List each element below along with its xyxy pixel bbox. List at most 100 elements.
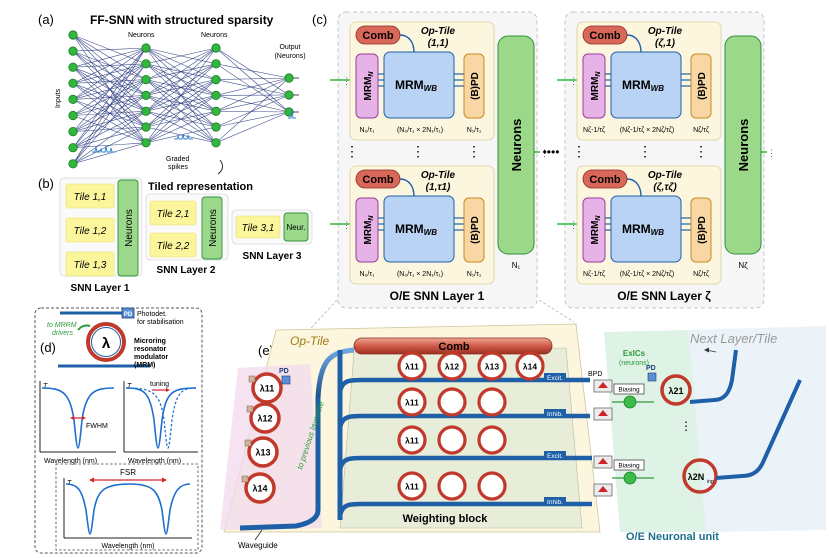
panel-d-label: (d)	[40, 340, 56, 355]
nn-node	[211, 75, 221, 85]
layer-3-neurons-block	[283, 212, 309, 242]
tuning-label: tuning	[150, 381, 169, 388]
weight-ring-r1-c1	[397, 351, 427, 381]
output-spike-trace	[288, 109, 296, 119]
panel-b-label: (b)	[38, 176, 54, 191]
mrm-wb-top	[610, 51, 682, 119]
hidden-neurons-label-1: Neurons	[128, 32, 155, 39]
bpd-diode-top-lower	[598, 458, 608, 464]
comb-label-e: Comb	[438, 341, 469, 353]
mrm-wb-bottom	[383, 195, 455, 263]
nn-edge	[72, 47, 147, 52]
tile-1-2-label: Tile 1,2	[74, 226, 107, 237]
nn-node	[284, 90, 294, 100]
nn-node	[141, 43, 151, 53]
comb-label-bottom: Comb	[589, 174, 620, 186]
comb-link-top	[399, 34, 415, 53]
weight-ring-label-r1-c2: λ12	[445, 362, 459, 372]
panel-a: (a) FF-SNN with structured sparsity Inpu…	[38, 12, 306, 175]
nn-edge	[145, 79, 217, 128]
mrm-text-2: resonator	[134, 346, 167, 353]
panel-a-label: (a)	[38, 12, 54, 27]
nn-edge	[215, 94, 290, 128]
nn-edge	[215, 47, 290, 113]
weight-ring-label-r1-c3: λ13	[485, 362, 499, 372]
weight-ring-r4-c3	[477, 471, 507, 501]
snn-layer-2: Tile 2,1 Tile 2,2 Neurons SNN Layer 2	[149, 196, 223, 276]
weighting-waveguides: Excit.Inhib.Excit.Inhib.	[337, 350, 592, 520]
tile-1-2	[65, 217, 115, 243]
dim-wb-top: (N₀/τ₁ × 2N₁/τ₁)	[397, 127, 443, 134]
bpd-bottom	[690, 197, 712, 263]
nn-edge	[72, 110, 147, 148]
graded-spike-trace-1	[92, 145, 116, 153]
neuron-icon-upper	[623, 395, 637, 409]
nn-node	[68, 30, 78, 40]
neurons-label: Neurons	[736, 119, 751, 172]
biasing-label-upper: Biasing	[618, 387, 640, 394]
nn-edge	[215, 110, 290, 113]
nn-node	[141, 138, 151, 148]
next-layer-title: Next Layer/Tile	[690, 331, 777, 346]
panel-e: (e) Op-Tile Next Layer/Tile Comb Excit.I…	[220, 299, 826, 550]
tuning-arrowhead	[166, 388, 170, 392]
nn-edge	[145, 47, 217, 96]
exics-label-2: (neurons)	[619, 360, 649, 367]
op-tile-title-bottom: Op-Tile	[648, 170, 683, 181]
nn-edge	[215, 47, 290, 96]
bpd-bottom	[463, 197, 485, 263]
weight-ring-r3-c1	[397, 425, 427, 455]
weight-ring-r2-c3	[477, 387, 507, 417]
input-dots-bottom: ⋮	[342, 220, 351, 230]
nn-edge	[145, 95, 217, 144]
driver-wire	[77, 324, 91, 331]
nn-edge	[215, 95, 290, 113]
fwhm-plot: T FWHM Wavelength (nm)	[39, 381, 116, 465]
tile-1-1-label: Tile 1,1	[74, 192, 107, 203]
nn-edge	[145, 47, 217, 80]
op-tile-index-bottom: (ζ,τζ)	[653, 182, 677, 193]
weight-ring-r2-c2	[437, 387, 467, 417]
nn-node	[141, 90, 151, 101]
layer-1-caption: O/E SNN Layer 1	[390, 289, 485, 303]
fsr-label: FSR	[120, 468, 136, 477]
nn-connections	[72, 34, 290, 165]
nn-node	[68, 159, 78, 169]
panel-d-frame	[34, 307, 203, 554]
output-label-1: Output	[279, 44, 300, 51]
mrm-n-label-bottom: MRMN	[363, 215, 375, 245]
bpd-diode-bottom-lower	[598, 486, 608, 492]
nn-node	[68, 78, 78, 88]
snn-layer-2-caption: SNN Layer 2	[157, 265, 216, 276]
excit-label-2-bg	[544, 451, 566, 460]
nn-node	[211, 106, 221, 116]
mrm-lambda: λ	[102, 335, 111, 352]
comb-link-bottom	[626, 178, 642, 197]
output-waveguide-1	[689, 349, 738, 404]
weight-ring-r4-c1	[397, 471, 427, 501]
nn-edge	[72, 79, 147, 164]
photodet-text-1: Photodet.	[137, 311, 167, 318]
tile-vdots: ⋮	[638, 143, 652, 159]
photodetector-label: PD	[124, 312, 133, 318]
tile-3-1	[235, 215, 281, 239]
bpd-diode-top-upper	[598, 382, 608, 388]
nn-node	[211, 138, 221, 148]
input-ring-label-1: λ11	[260, 384, 275, 394]
biasing-label-lower: Biasing	[618, 463, 640, 470]
tile-vdots: ⋮	[694, 143, 708, 159]
input-ring-pad-2	[246, 405, 254, 413]
excit-label-2: Excit.	[547, 453, 563, 460]
nn-edge	[215, 77, 290, 144]
comb-label-top: Comb	[362, 30, 393, 42]
tuning-curve-shifted	[125, 387, 197, 449]
nn-node	[284, 73, 294, 83]
excit-label-1-bg	[544, 373, 566, 382]
nn-edge	[215, 111, 290, 144]
